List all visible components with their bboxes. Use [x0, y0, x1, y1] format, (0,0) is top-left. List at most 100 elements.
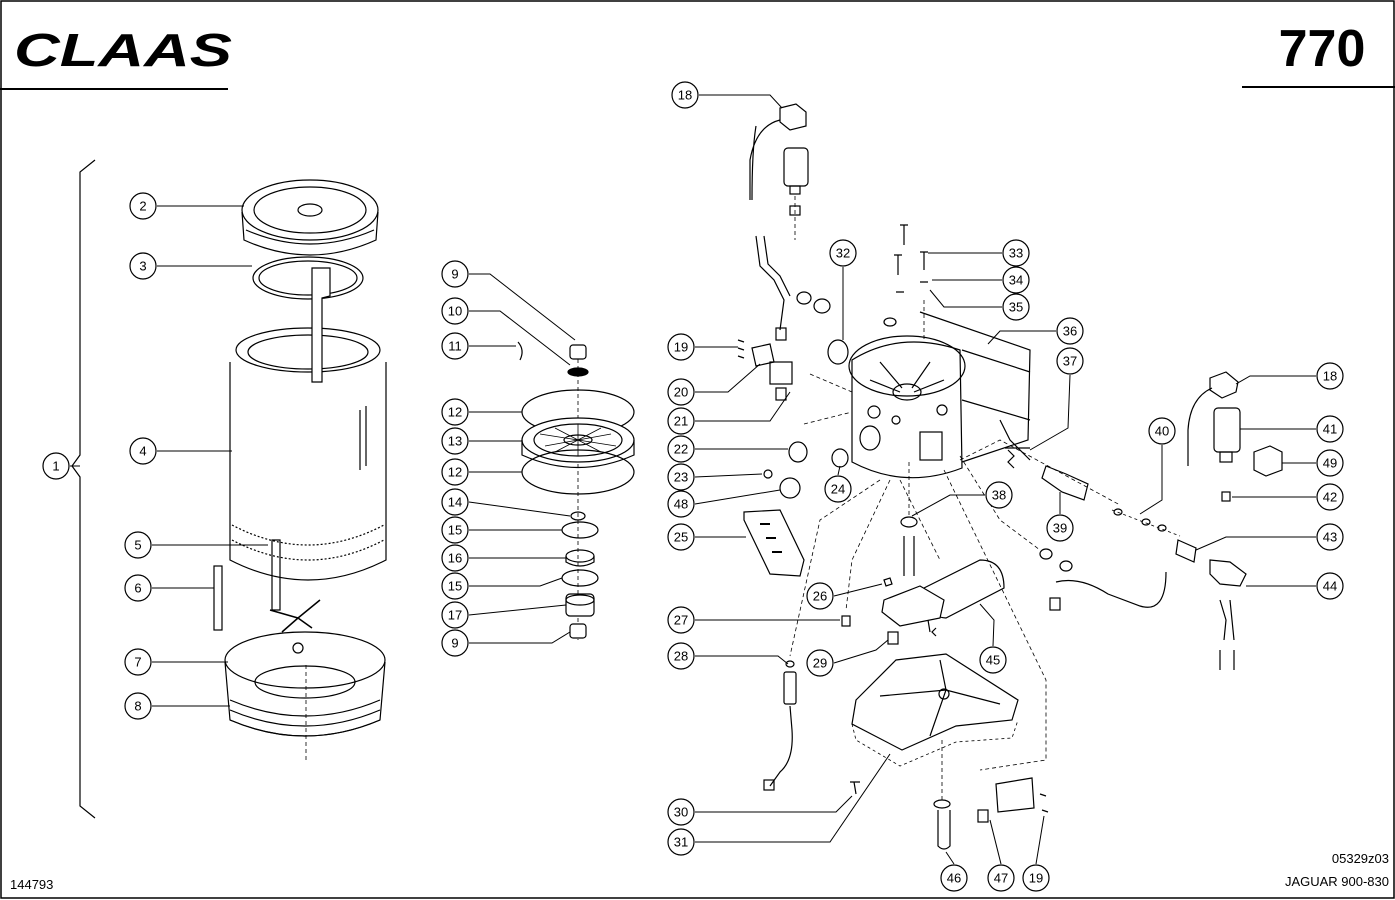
callout-circle [1002, 266, 1030, 294]
callout-15: 15 [441, 572, 469, 600]
callout-circle [667, 333, 695, 361]
leader-line-30 [695, 795, 853, 813]
leader-line-35 [929, 289, 1002, 308]
callout-33: 33 [1002, 239, 1030, 267]
callout-circle [667, 642, 695, 670]
leader-line-18 [1235, 375, 1316, 385]
callout-38: 38 [985, 481, 1013, 509]
callout-circle [1316, 572, 1344, 600]
callout-number: 15 [448, 579, 462, 594]
callout-16: 16 [441, 544, 469, 572]
callout-circle [441, 427, 469, 455]
callout-number: 15 [448, 523, 462, 538]
callout-6: 6 [124, 574, 152, 602]
callout-number: 21 [674, 414, 688, 429]
leader-line-14 [468, 501, 571, 517]
model-label: JAGUAR 900-830 [1285, 874, 1389, 889]
callout-number: 49 [1323, 456, 1337, 471]
filter-housing-assembly [213, 179, 387, 760]
leader-line-28 [695, 655, 789, 665]
callout-number: 34 [1009, 273, 1023, 288]
brand-logo: CLAAS [14, 24, 232, 76]
callout-circle [42, 452, 70, 480]
callout-circle [1148, 417, 1176, 445]
callout-circle [441, 458, 469, 486]
bracket-part [311, 267, 331, 383]
callout-number: 45 [986, 653, 1000, 668]
callout-number: 9 [451, 267, 458, 282]
callout-number: 33 [1009, 246, 1023, 261]
callout-circle [1056, 347, 1084, 375]
callout-circle [1002, 293, 1030, 321]
callout-circle [667, 606, 695, 634]
callout-number: 46 [947, 871, 961, 886]
callout-36: 36 [1056, 317, 1084, 345]
leader-line-9 [469, 273, 576, 341]
callout-number: 11 [448, 339, 462, 354]
callout-circle [441, 516, 469, 544]
callout-27: 27 [667, 606, 695, 634]
bowl-part [229, 362, 387, 581]
callout-number: 32 [836, 246, 850, 261]
callout-number: 29 [813, 656, 827, 671]
callout-number: 10 [448, 304, 462, 319]
callout-circle [671, 81, 699, 109]
callout-number: 38 [992, 488, 1006, 503]
callout-35: 35 [1002, 293, 1030, 321]
callout-7: 7 [124, 648, 152, 676]
callout-number: 1 [52, 459, 59, 474]
callout-44: 44 [1316, 572, 1344, 600]
callout-circle [667, 378, 695, 406]
circuit-board-part [743, 509, 805, 577]
callout-circle [979, 646, 1007, 674]
callout-29: 29 [806, 649, 834, 677]
callout-circle [441, 297, 469, 325]
callout-circle [129, 252, 157, 280]
callout-circle [124, 692, 152, 720]
callout-circle [441, 398, 469, 426]
callout-circle [985, 481, 1013, 509]
callout-21: 21 [667, 407, 695, 435]
callout-12: 12 [441, 458, 469, 486]
callout-2: 2 [129, 192, 157, 220]
callout-34: 34 [1002, 266, 1030, 294]
callout-17: 17 [441, 601, 469, 629]
callout-number: 13 [448, 434, 462, 449]
callout-13: 13 [441, 427, 469, 455]
callout-number: 12 [448, 405, 462, 420]
callout-number: 28 [674, 649, 688, 664]
callout-42: 42 [1316, 483, 1344, 511]
callout-39: 39 [1046, 514, 1074, 542]
callout-circle [441, 488, 469, 516]
callout-number: 43 [1323, 530, 1337, 545]
leader-line-10 [469, 310, 571, 366]
lid-part [241, 179, 379, 241]
leader-line-15 [469, 577, 563, 587]
callout-circle [1046, 514, 1074, 542]
callout-number: 24 [831, 482, 845, 497]
page-number: 770 [1279, 20, 1366, 78]
callout-37: 37 [1056, 347, 1084, 375]
callout-number: 31 [674, 835, 688, 850]
callout-15: 15 [441, 516, 469, 544]
leader-line-9 [469, 631, 571, 644]
callout-5: 5 [124, 531, 152, 559]
callout-circle [124, 648, 152, 676]
leader-line-40 [1139, 445, 1163, 515]
callout-circle [441, 260, 469, 288]
callout-number: 18 [678, 88, 692, 103]
callout-number: 4 [139, 444, 146, 459]
leader-line-17 [468, 604, 567, 616]
callout-circle [1316, 483, 1344, 511]
callout-number: 3 [139, 259, 146, 274]
callout-43: 43 [1316, 523, 1344, 551]
callout-circle [824, 475, 852, 503]
callout-circle [667, 490, 695, 518]
callout-47: 47 [987, 864, 1015, 892]
callout-number: 35 [1009, 300, 1023, 315]
callout-circle [129, 437, 157, 465]
callout-46: 46 [940, 864, 968, 892]
callout-9: 9 [441, 260, 469, 288]
callout-circle [1056, 317, 1084, 345]
